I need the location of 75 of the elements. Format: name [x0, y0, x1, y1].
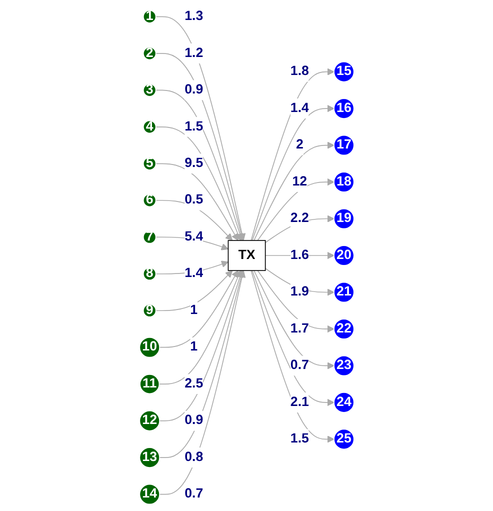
- node-circle: 3: [142, 84, 156, 97]
- node-circle: 24: [333, 392, 354, 413]
- node-circle: 14: [138, 484, 160, 505]
- node-circle: 9: [142, 304, 156, 318]
- node-circle: 21: [333, 282, 354, 303]
- edge-label: 1.4: [184, 266, 203, 281]
- arrow: [250, 270, 334, 443]
- edge-label: 9.5: [184, 156, 203, 170]
- arrow: [264, 268, 334, 296]
- edge-label: 1.3: [184, 9, 203, 24]
- edge-label: 0.7: [290, 358, 309, 372]
- arrow: [256, 270, 334, 333]
- edge-label: 2.5: [184, 376, 203, 391]
- node-box: TX: [228, 240, 266, 271]
- arrow: [252, 104, 334, 241]
- edge-label: 2: [296, 138, 304, 152]
- edge-label: 1.5: [184, 119, 203, 134]
- arrow: [155, 163, 238, 241]
- arrow: [158, 270, 242, 384]
- node-circle: 1: [142, 10, 156, 24]
- edge-label: 1.7: [290, 321, 309, 336]
- arrow: [155, 126, 242, 241]
- arrow: [155, 200, 232, 241]
- arrow: [253, 142, 334, 241]
- edge-label: 5.4: [184, 230, 203, 244]
- edge-label: 1: [190, 303, 198, 318]
- edge-label: 12: [292, 174, 307, 189]
- node-circle: 8: [142, 267, 156, 280]
- arrow: [158, 270, 246, 495]
- arrow: [155, 16, 246, 241]
- node-circle: 5: [142, 157, 156, 170]
- node-circle: 15: [333, 61, 354, 82]
- edge-label: 0.9: [184, 82, 203, 97]
- node-circle: 19: [333, 208, 354, 230]
- edge-label: 1.4: [290, 101, 309, 116]
- edge-label: 1.5: [290, 432, 309, 446]
- node-circle: 13: [138, 447, 160, 468]
- arrow: [155, 236, 228, 250]
- node-circle: 25: [333, 428, 354, 450]
- edge-label: 1: [190, 340, 198, 354]
- arrow: [155, 53, 244, 241]
- arrow: [252, 270, 334, 406]
- edge-label: 0.8: [184, 450, 203, 464]
- node-circle: 2: [142, 46, 156, 60]
- arrow: [155, 260, 228, 274]
- node-circle: 12: [138, 410, 160, 432]
- edge-label: 0.7: [184, 486, 203, 501]
- edge-label: 1.9: [290, 284, 309, 299]
- node-circle: 17: [333, 134, 354, 156]
- edge-label: 1.6: [290, 248, 309, 262]
- arrow: [155, 90, 244, 241]
- node-circle: 23: [333, 355, 354, 376]
- arrow: [264, 215, 334, 244]
- arrow: [158, 270, 238, 348]
- arrow: [253, 270, 334, 370]
- arrow: [256, 178, 334, 241]
- node-circle: 18: [333, 172, 354, 192]
- node-circle: 7: [142, 230, 156, 244]
- edge-label: 0.9: [184, 413, 203, 428]
- node-circle: 11: [139, 374, 160, 394]
- node-circle: 10: [138, 337, 160, 358]
- arrow: [250, 68, 334, 241]
- arrow: [158, 270, 244, 458]
- arrow: [155, 270, 232, 312]
- node-circle: 6: [142, 194, 156, 208]
- node-circle: 22: [333, 318, 354, 340]
- edge-label: 0.5: [184, 192, 203, 208]
- edge-label: 2.2: [290, 211, 309, 226]
- arrow: [158, 270, 244, 422]
- edge-label: 2.1: [290, 394, 309, 410]
- edge-label: 1.8: [290, 64, 309, 78]
- edge-label: 1.2: [184, 46, 203, 60]
- node-circle: 16: [333, 98, 354, 119]
- node-circle: 4: [142, 120, 156, 134]
- node-circle: 20: [333, 245, 354, 266]
